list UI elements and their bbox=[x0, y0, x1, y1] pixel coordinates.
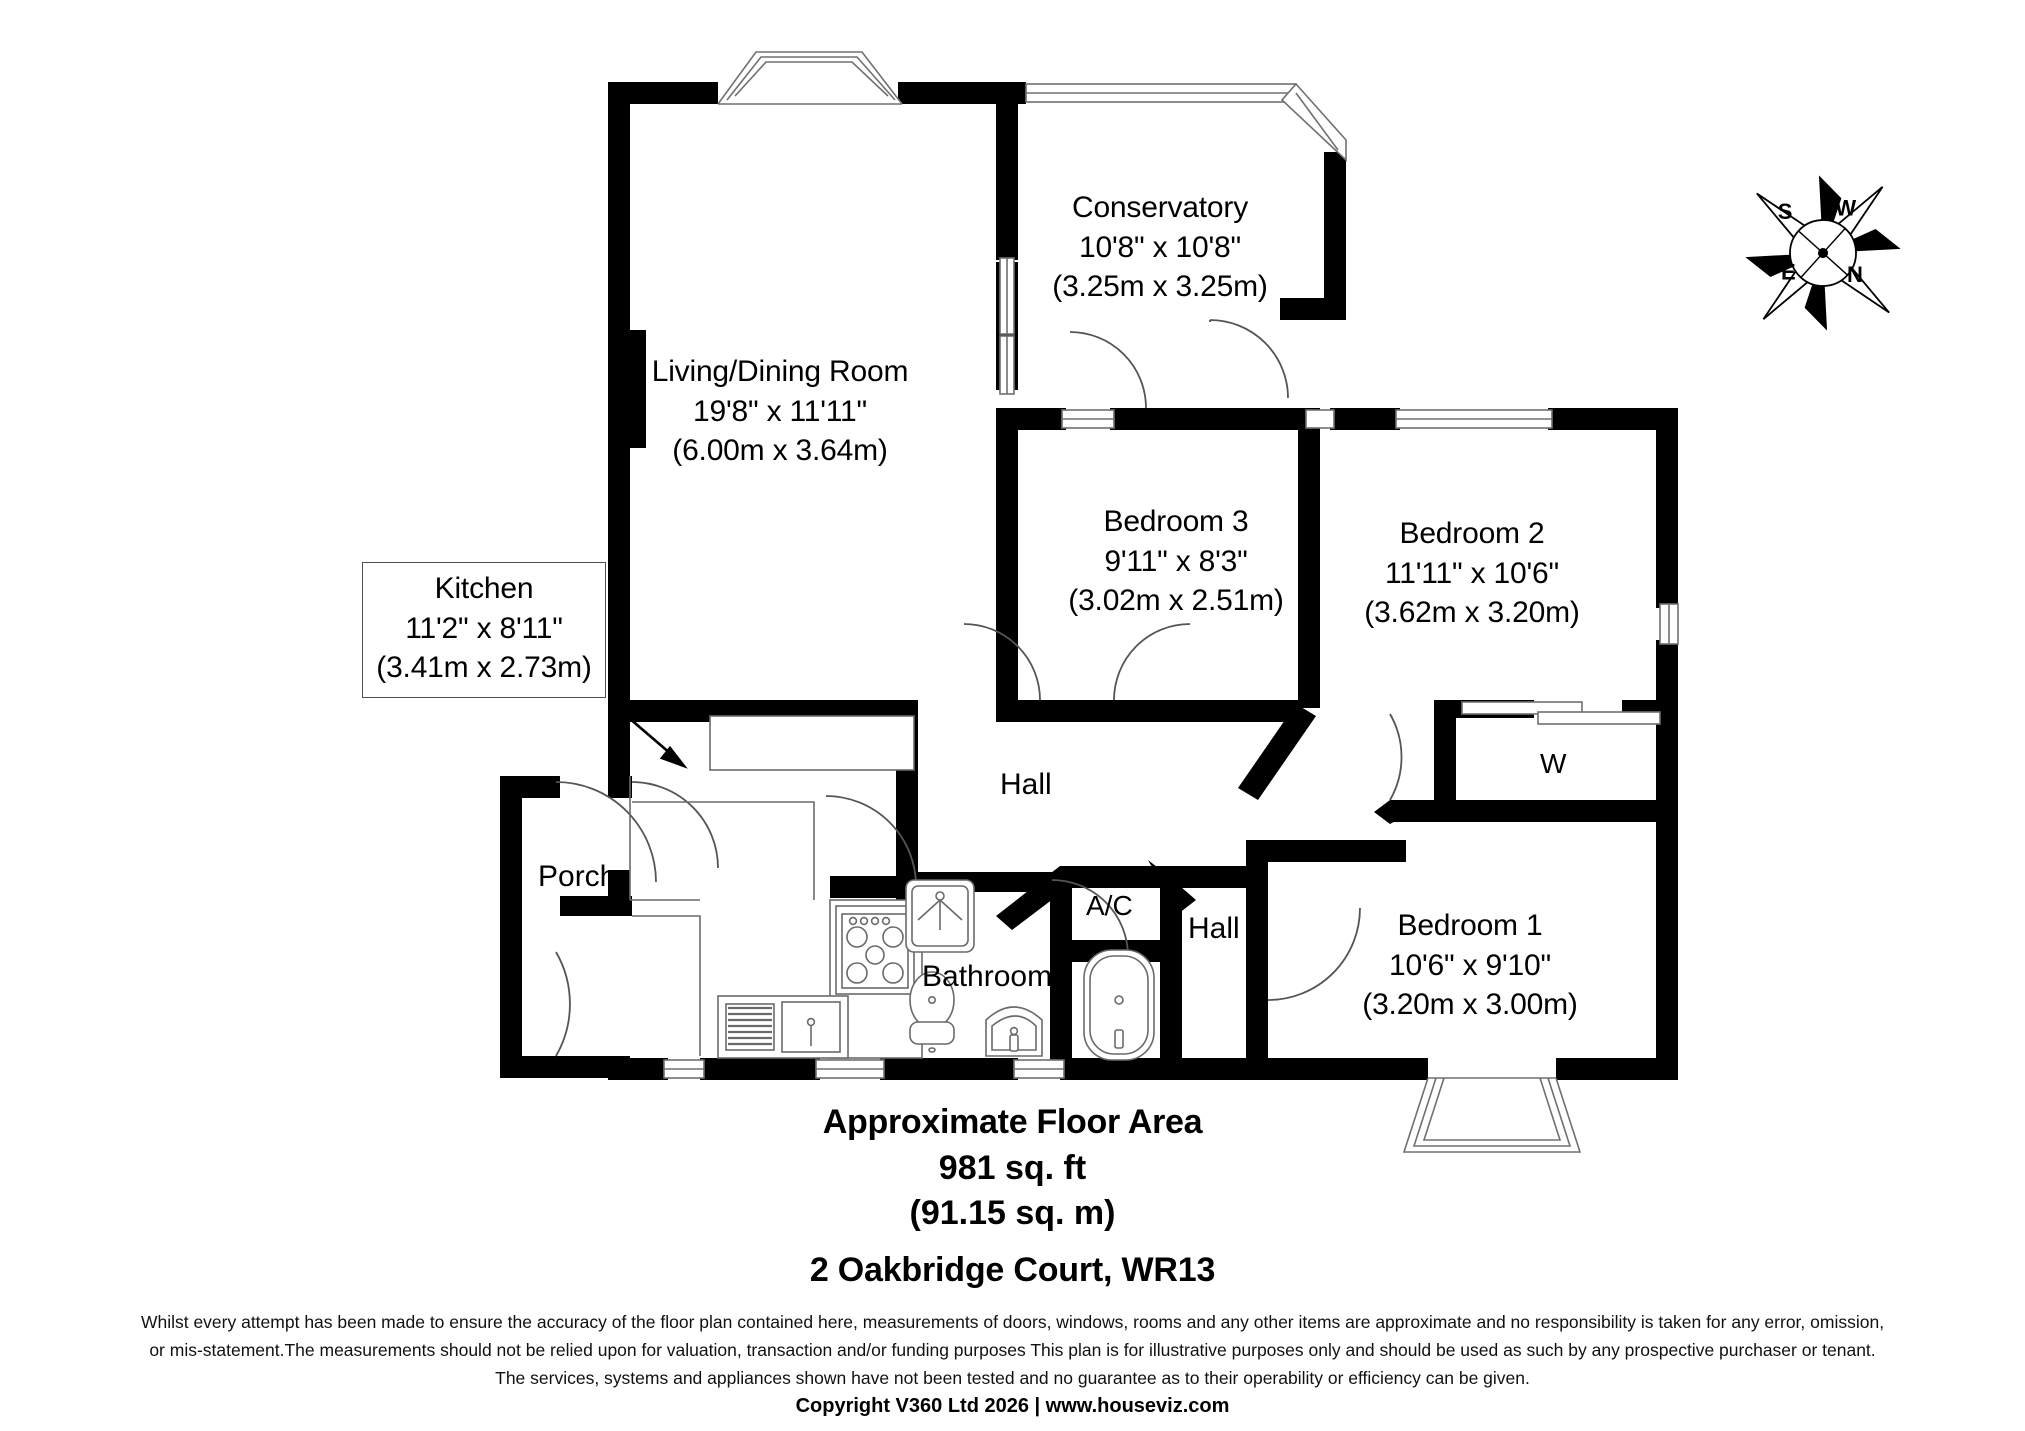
room-name-bedroom-3: Bedroom 3 bbox=[1103, 505, 1249, 538]
compass-label-west: W bbox=[1835, 196, 1856, 221]
conservatory-windows bbox=[1025, 82, 1347, 162]
bay-window-bedroom1 bbox=[1402, 1058, 1582, 1153]
room-name-bedroom-1: Bedroom 1 bbox=[1397, 909, 1543, 942]
room-dims-metric-bedroom-2: (3.62m x 3.20m) bbox=[1364, 596, 1580, 630]
door-arc-group bbox=[555, 319, 1403, 1057]
room-name-bedroom-2: Bedroom 2 bbox=[1399, 517, 1545, 550]
room-label-conservatory: Conservatory 10'8" x 10'8" (3.25m x 3.25… bbox=[1030, 188, 1290, 307]
room-label-bathroom: Bathroom bbox=[922, 960, 1053, 993]
room-label-hall-main: Hall bbox=[1000, 768, 1052, 801]
room-dims-imperial-bedroom-1: 10'6" x 9'10" bbox=[1389, 948, 1551, 982]
bathroom-fixtures bbox=[905, 879, 1155, 1061]
disclaimer: Whilst every attempt has been made to en… bbox=[0, 1308, 2025, 1393]
disclaimer-line-3: The services, systems and appliances sho… bbox=[495, 1368, 1530, 1389]
room-name-living-dining: Living/Dining Room bbox=[651, 355, 909, 388]
room-dims-imperial-conservatory: 10'8" x 10'8" bbox=[1079, 230, 1241, 264]
property-address: 2 Oakbridge Court, WR13 bbox=[809, 1250, 1216, 1289]
room-label-airing-cupboard: A/C bbox=[1086, 890, 1133, 921]
copyright-notice: Copyright V360 Ltd 2026 | www.houseviz.c… bbox=[795, 1394, 1230, 1417]
kitchen-pointer-arrow bbox=[621, 711, 688, 769]
room-label-hall-secondary: Hall bbox=[1188, 912, 1240, 945]
kitchen-fixtures bbox=[629, 715, 923, 1059]
floor-area-sqft: 981 sq. ft bbox=[938, 1148, 1087, 1187]
room-dims-imperial-bedroom-3: 9'11" x 8'3" bbox=[1104, 544, 1248, 578]
angled-wall-ac-2 bbox=[1148, 860, 1196, 914]
angled-wall-hall bbox=[1238, 704, 1316, 800]
room-dims-metric-bedroom-3: (3.02m x 2.51m) bbox=[1068, 584, 1284, 618]
window-group bbox=[663, 257, 1679, 1079]
room-label-bedroom-3: Bedroom 3 9'11" x 8'3" (3.02m x 2.51m) bbox=[1040, 502, 1312, 621]
compass-label-south: S bbox=[1778, 199, 1793, 224]
disclaimer-line-2: or mis-statement.The measurements should… bbox=[149, 1339, 1876, 1360]
room-dims-imperial-bedroom-2: 11'11" x 10'6" bbox=[1385, 556, 1559, 590]
room-name-conservatory: Conservatory bbox=[1071, 191, 1248, 224]
room-label-living-dining: Living/Dining Room 19'8" x 11'11" (6.00m… bbox=[640, 352, 920, 471]
compass-rose-icon: N E S W bbox=[1745, 175, 1901, 331]
disclaimer-line-1: Whilst every attempt has been made to en… bbox=[140, 1311, 1885, 1332]
compass-label-east: E bbox=[1781, 260, 1796, 285]
floor-area-sqm: (91.15 sq. m) bbox=[909, 1194, 1116, 1233]
room-dims-metric-conservatory: (3.25m x 3.25m) bbox=[1052, 270, 1268, 304]
room-dims-metric-bedroom-1: (3.20m x 3.00m) bbox=[1362, 988, 1578, 1022]
room-name-kitchen: Kitchen bbox=[434, 572, 534, 605]
compass-label-north: N bbox=[1847, 262, 1863, 287]
room-label-bedroom-2: Bedroom 2 11'11" x 10'6" (3.62m x 3.20m) bbox=[1332, 514, 1612, 633]
room-dims-metric-kitchen: (3.41m x 2.73m) bbox=[376, 651, 592, 685]
hall-pier bbox=[1374, 800, 1412, 824]
room-dims-metric-living-dining: (6.00m x 3.64m) bbox=[672, 434, 888, 468]
room-label-bedroom-1: Bedroom 1 10'6" x 9'10" (3.20m x 3.00m) bbox=[1330, 906, 1610, 1025]
room-label-porch: Porch bbox=[538, 860, 617, 893]
room-dims-imperial-living-dining: 19'8" x 11'11" bbox=[693, 394, 867, 428]
porch-fixture-outline bbox=[632, 915, 701, 1056]
room-label-wardrobe: W bbox=[1540, 748, 1567, 779]
floor-area-title: Approximate Floor Area bbox=[822, 1103, 1203, 1141]
angled-wall-ac bbox=[996, 866, 1078, 930]
room-label-kitchen: Kitchen 11'2" x 8'11" (3.41m x 2.73m) bbox=[362, 562, 606, 698]
footer: Approximate Floor Area 981 sq. ft (91.15… bbox=[0, 1100, 2025, 1418]
room-dims-imperial-kitchen: 11'2" x 8'11" bbox=[405, 611, 563, 645]
bay-window-living bbox=[710, 48, 903, 105]
